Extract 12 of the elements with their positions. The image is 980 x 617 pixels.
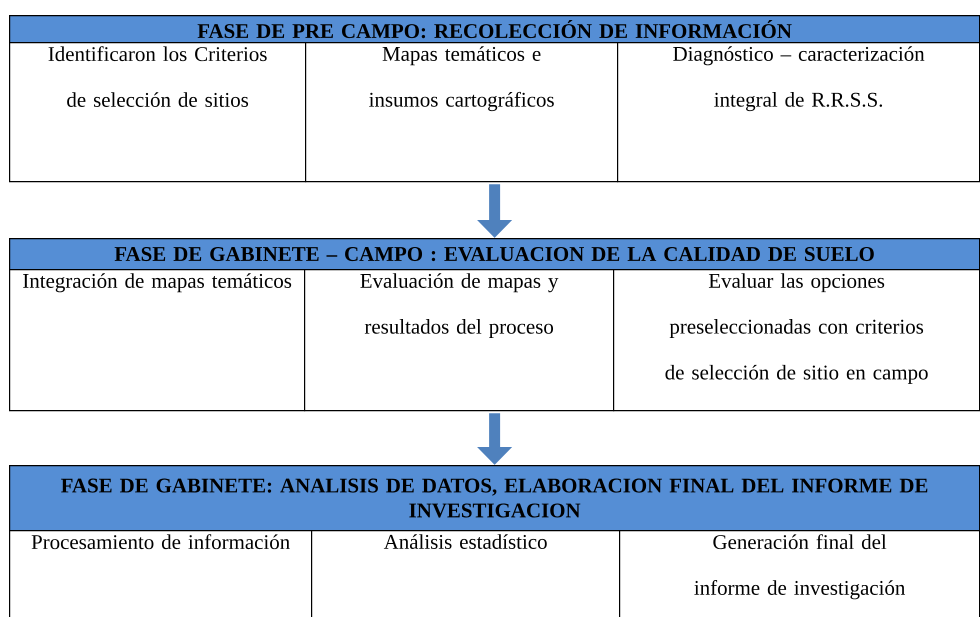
phase-header-band: FASE DE GABINETE: ANALISIS DE DATOS, ELABORACION FINAL DEL INFORME DE INVESTIGACION	[9, 465, 980, 532]
phase-header-band: FASE DE PRE CAMPO: RECOLECCIÓN DE INFORMACIÓN	[9, 15, 980, 44]
table-cell: Evaluar las opciones preseleccionadas con criterios de selección de sitio en campo	[613, 269, 980, 412]
table-cell: Integración de mapas temáticos	[9, 269, 306, 412]
table-cell: Evaluación de mapas y resultados del proceso	[304, 269, 614, 412]
table-cell: Diagnóstico – caracterización integral de R.R.S.S.	[617, 42, 980, 182]
table-cell: Mapas temáticos e insumos cartográficos	[305, 42, 618, 182]
phase-header-band: FASE DE GABINETE – CAMPO : EVALUACION DE LA CALIDAD DE SUELO	[9, 238, 980, 270]
table-cell: Generación final del informe de investigación	[619, 530, 980, 617]
table-cell: Análisis estadístico	[311, 530, 620, 617]
table-cell: Identificaron los Criterios de selección de sitios	[9, 42, 306, 182]
table-cell: Procesamiento de información	[9, 530, 312, 617]
